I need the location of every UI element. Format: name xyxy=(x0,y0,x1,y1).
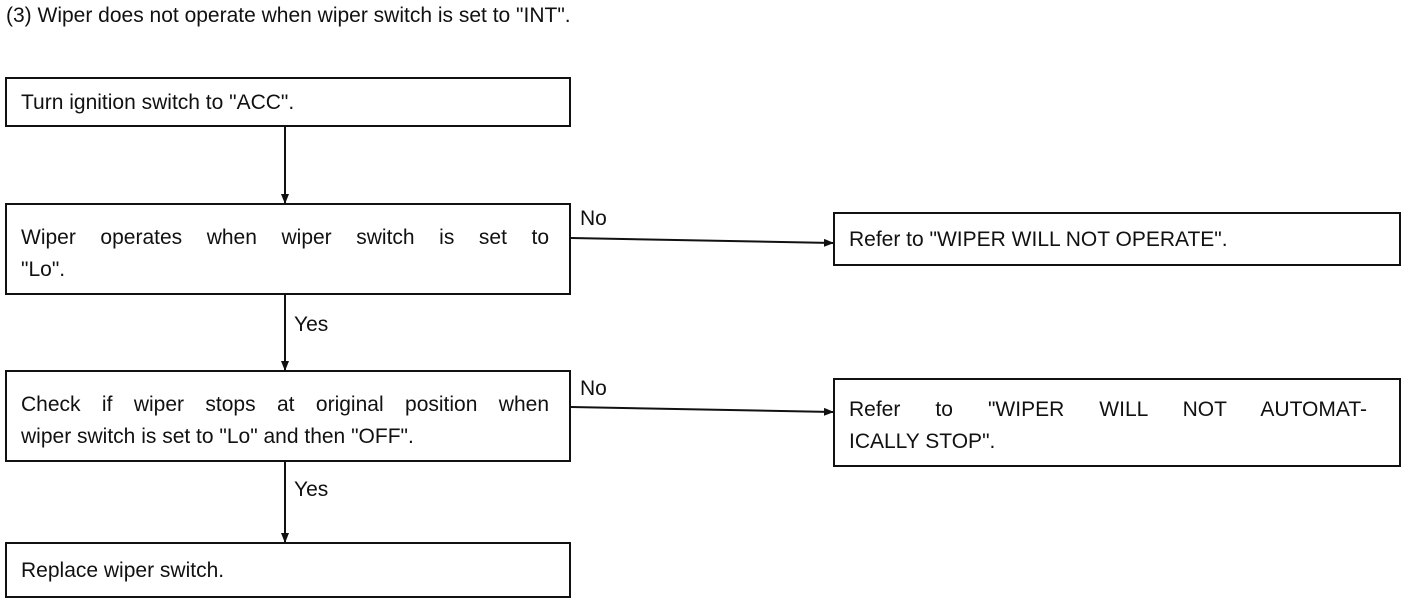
step-replace-wiper-switch: Replace wiper switch. xyxy=(5,542,571,598)
step-check-wiper-stop: Check if wiper stops at original positio… xyxy=(5,370,571,462)
outcome-text-line1: Refer to "WIPER WILL NOT AUTOMAT- xyxy=(849,398,1367,421)
outcome-wiper-will-not-operate: Refer to "WIPER WILL NOT OPERATE". xyxy=(833,212,1401,266)
branch-label-no: No xyxy=(580,207,607,230)
step-text-line2: wiper switch is set to "Lo" and then "OF… xyxy=(21,425,414,448)
step-text-line1: Wiper operates when wiper switch is set … xyxy=(21,226,549,249)
outcome-wiper-will-not-auto-stop: Refer to "WIPER WILL NOT AUTOMAT- ICALLY… xyxy=(833,378,1401,467)
step-turn-ignition-acc: Turn ignition switch to "ACC". xyxy=(5,77,571,127)
arrow-s3-to-o2 xyxy=(570,406,834,416)
arrow-s2-to-o1 xyxy=(570,237,834,247)
step-text-line1: Check if wiper stops at original positio… xyxy=(21,393,549,416)
outcome-text: Refer to "WIPER WILL NOT OPERATE". xyxy=(849,228,1228,251)
step-text: Turn ignition switch to "ACC". xyxy=(21,91,295,114)
step-check-wiper-lo: Wiper operates when wiper switch is set … xyxy=(5,203,571,295)
step-text: Replace wiper switch. xyxy=(21,559,225,582)
step-text-line2: "Lo". xyxy=(21,258,66,281)
branch-label-no: No xyxy=(580,377,607,400)
branch-label-yes: Yes xyxy=(294,478,329,501)
diagram-title: (3) Wiper does not operate when wiper sw… xyxy=(6,4,571,27)
outcome-text-line2: ICALLY STOP". xyxy=(849,430,996,453)
branch-label-yes: Yes xyxy=(294,313,329,336)
